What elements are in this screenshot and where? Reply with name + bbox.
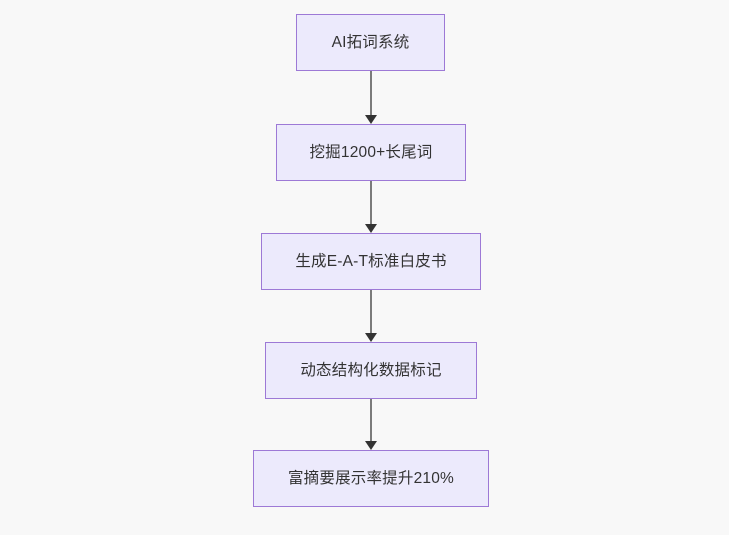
arrowhead-icon [365, 441, 377, 450]
flowchart-node-n4[interactable]: 动态结构化数据标记 [265, 342, 477, 399]
arrowhead-icon [365, 333, 377, 342]
flowchart-node-n5[interactable]: 富摘要展示率提升210% [253, 450, 489, 507]
edge-line [370, 399, 372, 442]
flowchart-node-n1[interactable]: AI拓词系统 [296, 14, 445, 71]
flowchart-node-label: 生成E-A-T标准白皮书 [295, 252, 447, 270]
flowchart-node-n2[interactable]: 挖掘1200+长尾词 [276, 124, 466, 181]
arrowhead-icon [365, 115, 377, 124]
edge-line [370, 181, 372, 225]
flowchart-node-label: AI拓词系统 [331, 33, 410, 51]
edge-line [370, 71, 372, 116]
flowchart-node-label: 富摘要展示率提升210% [287, 469, 455, 487]
arrowhead-icon [365, 224, 377, 233]
flowchart-node-label: 动态结构化数据标记 [300, 361, 442, 379]
edge-line [370, 290, 372, 334]
flowchart-node-n3[interactable]: 生成E-A-T标准白皮书 [261, 233, 481, 290]
flowchart-node-label: 挖掘1200+长尾词 [309, 143, 433, 161]
